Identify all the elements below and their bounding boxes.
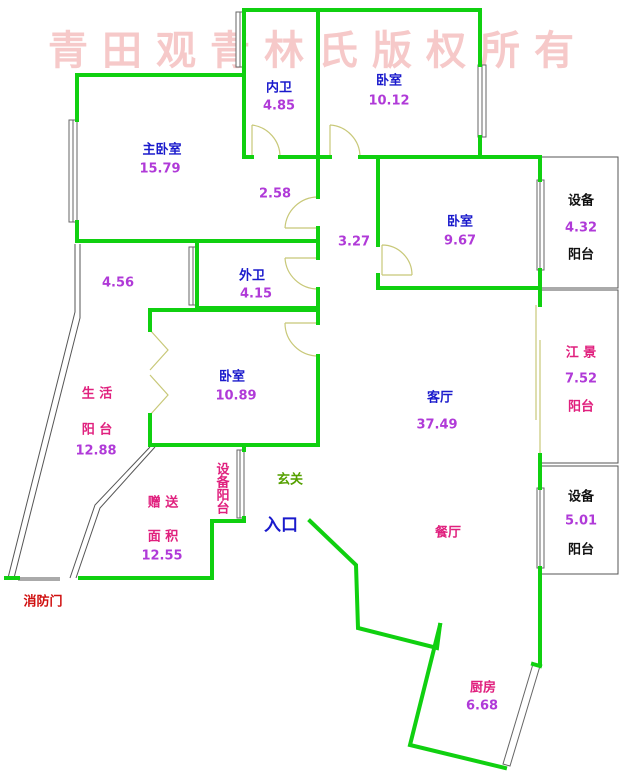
equip-balcony-1-area: 4.32 <box>564 220 598 236</box>
living-room-name: 客厅 <box>426 390 454 406</box>
balcony-outlines <box>7 156 619 581</box>
bedroom-e-area: 9.67 <box>443 233 477 249</box>
living-balcony-area: 12.88 <box>75 443 117 459</box>
master-bedroom-area: 15.79 <box>139 161 181 177</box>
dining-name: 餐厅 <box>434 525 462 541</box>
windows <box>68 11 545 767</box>
area-456: 4.56 <box>101 275 135 291</box>
door-swings <box>251 124 413 357</box>
entrance-label: 入口 <box>264 515 298 536</box>
corridor-a-area: 2.58 <box>258 186 292 202</box>
bedroom-c-area: 10.89 <box>215 388 257 404</box>
equip-balcony-2-name: 设备 <box>567 489 595 505</box>
glass-doors <box>149 305 541 455</box>
outer-bath-name: 外卫 <box>238 268 266 284</box>
equip-balcony-1-suffix: 阳台 <box>567 247 595 263</box>
equip-balcony-2-suffix: 阳台 <box>567 542 595 558</box>
inner-bath-area: 4.85 <box>262 98 296 114</box>
living-balcony-name: 生 活 <box>81 386 113 402</box>
equip-balcony-2-area: 5.01 <box>564 513 598 529</box>
master-bedroom-name: 主卧室 <box>142 142 182 158</box>
bedroom-c-name: 卧室 <box>218 369 246 385</box>
living-balcony-name2: 阳 台 <box>81 422 113 438</box>
walls <box>4 8 543 771</box>
fire-door-label: 消防门 <box>23 594 63 610</box>
outer-bath-area: 4.15 <box>239 286 273 302</box>
bedroom-ne-name: 卧室 <box>375 73 403 89</box>
bonus-area-area: 12.55 <box>141 548 183 564</box>
bonus-area-name: 赠 送 <box>147 495 179 511</box>
bedroom-e-name: 卧室 <box>446 214 474 230</box>
view-balcony-name: 江 景 <box>565 345 597 361</box>
bedroom-ne-area: 10.12 <box>368 93 410 109</box>
living-room-area: 37.49 <box>416 417 458 433</box>
equip-balcony-1-name: 设备 <box>567 193 595 209</box>
bonus-area-name2: 面 积 <box>147 529 179 545</box>
view-balcony-suffix: 阳台 <box>567 399 595 415</box>
corridor-b-area: 3.27 <box>337 234 371 250</box>
kitchen-area: 6.68 <box>465 698 499 714</box>
equip-balcony-vertical-label: 设备阳台 <box>213 462 229 514</box>
inner-bath-name: 内卫 <box>265 80 293 96</box>
view-balcony-area: 7.52 <box>564 371 598 387</box>
foyer-name: 玄关 <box>276 472 304 488</box>
kitchen-name: 厨房 <box>469 680 497 696</box>
